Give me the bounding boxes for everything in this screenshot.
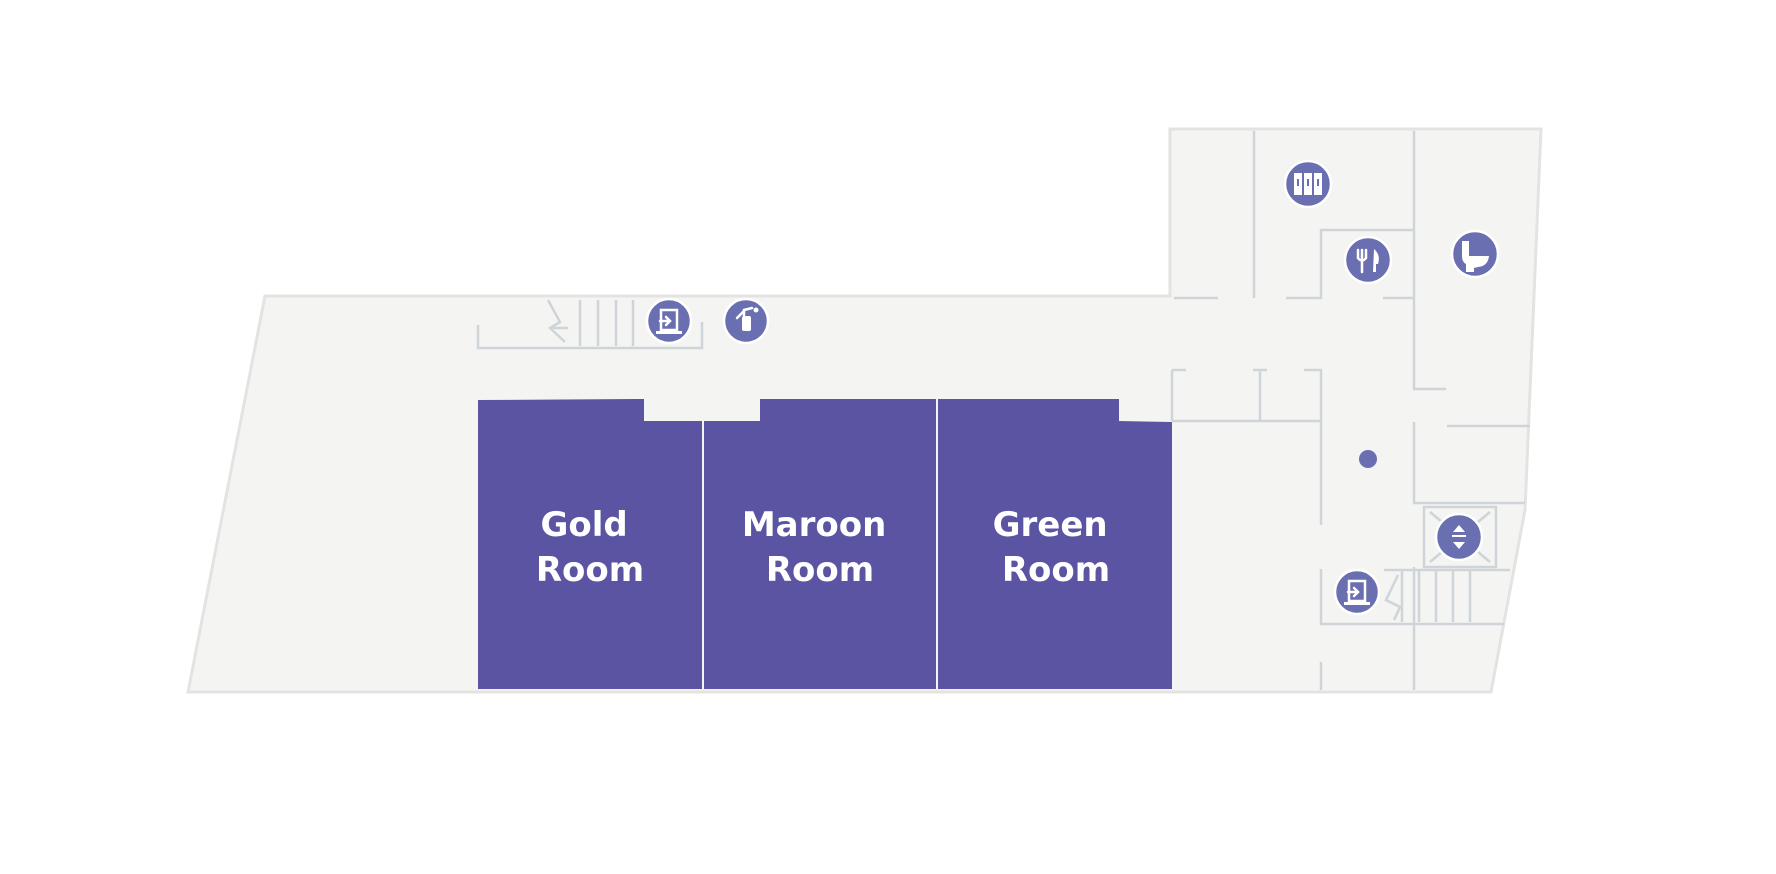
svg-text:Gold Room: Gold Room bbox=[536, 505, 644, 590]
lockers-icon bbox=[1294, 173, 1322, 195]
svg-text:Maroon Room: Maroon Room bbox=[742, 505, 898, 590]
interior-walls bbox=[476, 131, 1530, 690]
room-green-label-line2: Room bbox=[1002, 550, 1110, 590]
poi-restroom[interactable] bbox=[1450, 229, 1500, 279]
poi-location-dot[interactable] bbox=[1359, 450, 1377, 468]
poi-fire-extinguisher[interactable] bbox=[722, 297, 770, 345]
room-green-shape[interactable] bbox=[938, 399, 1172, 689]
toilet-icon bbox=[1462, 241, 1489, 272]
room-maroon-label-line2: Room bbox=[766, 550, 874, 590]
fork-knife-icon bbox=[1356, 248, 1379, 274]
room-gold-shape[interactable] bbox=[478, 399, 702, 689]
room-green-label-line1: Green bbox=[993, 505, 1108, 545]
room-gold-label-line1: Gold bbox=[540, 505, 627, 545]
svg-text:Green Room: Green Room bbox=[993, 505, 1120, 590]
poi-restaurant[interactable] bbox=[1343, 235, 1393, 285]
room-maroon-label-line1: Maroon bbox=[742, 505, 886, 545]
location-dot-icon bbox=[1359, 450, 1377, 468]
emergency-exit-icon bbox=[1344, 579, 1370, 605]
poi-emergency-exit-lower[interactable] bbox=[1333, 568, 1381, 616]
poi-elevator[interactable] bbox=[1434, 512, 1484, 562]
poi-lockers[interactable] bbox=[1283, 159, 1333, 209]
room-gold-label-line2: Room bbox=[536, 550, 644, 590]
room-maroon-shape[interactable] bbox=[704, 399, 936, 689]
fire-extinguisher-icon bbox=[735, 306, 759, 331]
poi-emergency-exit-upper[interactable] bbox=[645, 297, 693, 345]
emergency-exit-icon bbox=[656, 308, 682, 334]
room-gold[interactable]: Gold Room bbox=[478, 399, 702, 689]
elevator-icon bbox=[1452, 525, 1466, 549]
room-green[interactable]: Green Room bbox=[938, 399, 1172, 689]
room-maroon[interactable]: Maroon Room bbox=[704, 399, 936, 689]
